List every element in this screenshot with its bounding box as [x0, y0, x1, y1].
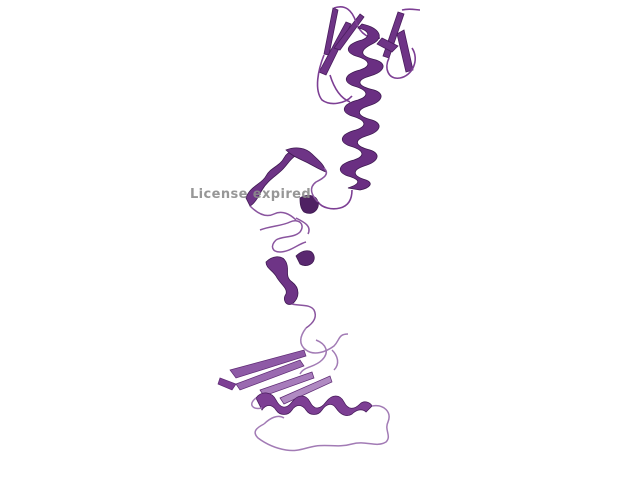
- bottom-loops: [251, 327, 390, 452]
- middle-helix-cluster: [245, 147, 327, 305]
- middle-loops: [249, 167, 328, 329]
- central-helix: [340, 23, 384, 191]
- helix-link-loop: [317, 189, 353, 210]
- bottom-helix: [255, 392, 373, 416]
- license-watermark: License expired: [190, 187, 312, 202]
- bottom-beta-sheet: [217, 349, 333, 405]
